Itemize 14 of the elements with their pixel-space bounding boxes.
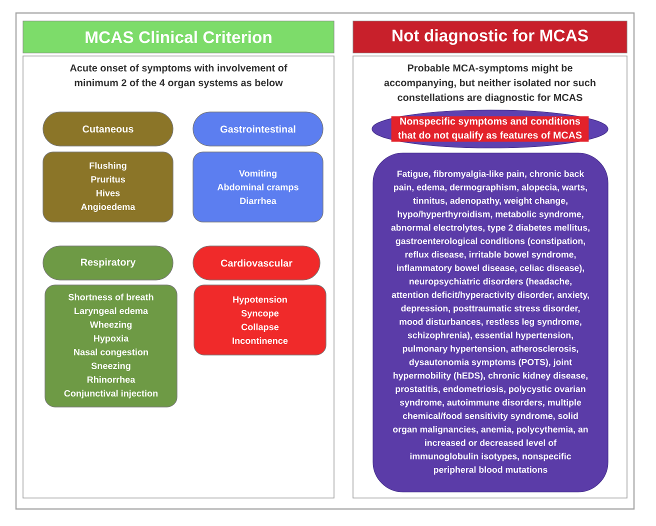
condition-box: Fatigue, fibromyalgia-like pain, chronic back pain, edema, dermographism, alopecia, warts, tinnitus, adenopathy, weight change, hypo/hyperthyroidism, metabolic syndrome, abnormal electrolytes, type 2 diabetes mellitus, gastroenterological conditions (constipation, reflux disease, irritable bowel syndrome, inflammatory bowel disease, celiac disease), neuropsychiatric disorders (headache, attention deficit/hyperactivity disorder, anxiety, depression, posttraumatic stress disorder, mood disturbances, restless leg syndrome, schizophrenia), essential hypertension, pulmonary hypertension, atherosclerosis, dysautonomia symptoms (POTS), joint hypermobility (hEDS), chronic kidney disease, prostatitis, endometriosis, polycystic ovarian syndrome, autoimmune disorders, multiple chemical/food sensitivity syndrome, solid organ malignancies, anemia, polycythemia, an increased or decreased level of immunoglobulin isotypes, nonspecific peripheral blood mutations (372, 152, 608, 492)
symptom-box: Flushing Pruritus Hives Angioedema (42, 152, 174, 222)
ellipse-banner: Nonspecific symptoms and conditions that do not qualify as features of MCAS (372, 110, 608, 148)
category-pill: Respiratory (42, 246, 174, 280)
category-pill: Gastrointestinal (192, 112, 324, 146)
category-pill: Cutaneous (42, 112, 174, 146)
intro-text: Probable MCA-symptoms might be accompanying, but neither isolated nor such constellations are diagnostic for MCAS (384, 64, 596, 103)
header-band: MCAS Clinical Criterion (22, 20, 334, 54)
category-pill: Cardiovascular (192, 246, 320, 280)
symptom-box: Vomiting Abdominal cramps Diarrhea (192, 152, 324, 222)
symptom-box: Hypotension Syncope Collapse Incontinence (194, 284, 326, 356)
symptom-box: Shortness of breath Laryngeal edema Wheezing Hypoxia Nasal congestion Sneezing Rhinorrhea Conjunctival injection (44, 284, 178, 408)
intro-text: Acute onset of symptoms with involvement of minimum 2 of the 4 organ systems as below (70, 64, 288, 88)
header-band: Not diagnostic for MCAS (352, 20, 628, 54)
